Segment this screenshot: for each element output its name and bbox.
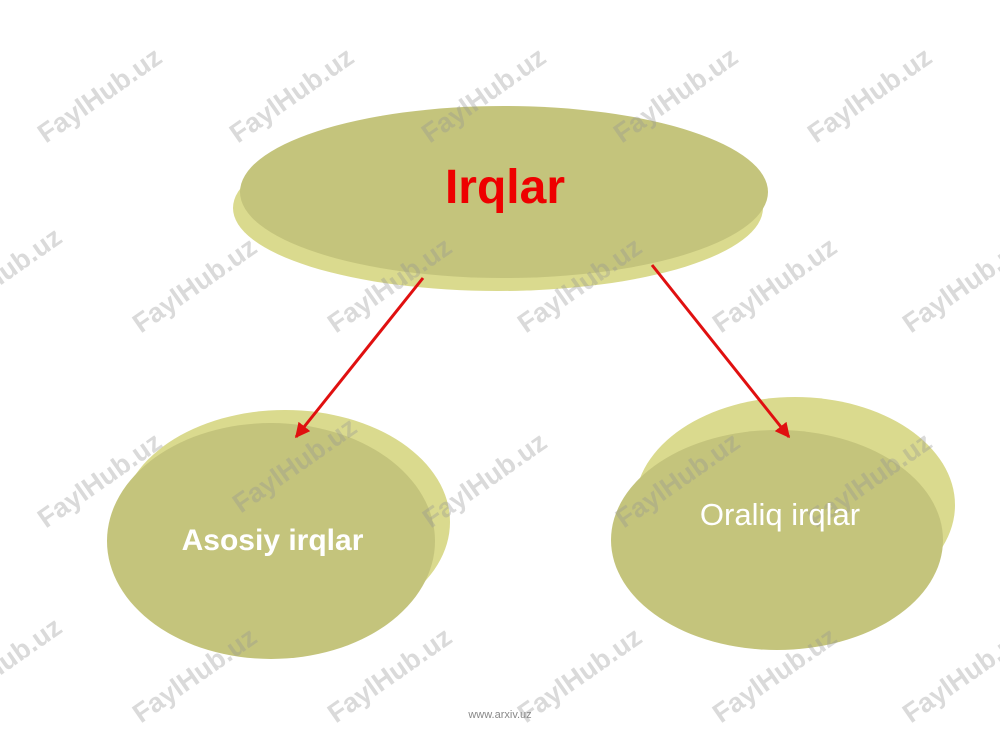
- node-root-irqlar[interactable]: [233, 106, 768, 291]
- footer-url: www.arxiv.uz: [468, 709, 532, 721]
- node-root-shape: [240, 106, 768, 278]
- node-asosiy-label: Asosiy irqlar: [181, 524, 364, 557]
- arrow-root-to-oraliq: [650, 264, 791, 439]
- node-oraliq-irqlar[interactable]: [611, 397, 955, 650]
- node-root-label: Irqlar: [444, 161, 566, 214]
- node-oraliq-label: Oraliq irqlar: [699, 497, 861, 532]
- node-left-shape: [107, 423, 435, 659]
- node-asosiy-irqlar[interactable]: [107, 410, 450, 659]
- arrow-root-to-asosiy: [294, 277, 425, 439]
- node-right-shape: [611, 430, 943, 650]
